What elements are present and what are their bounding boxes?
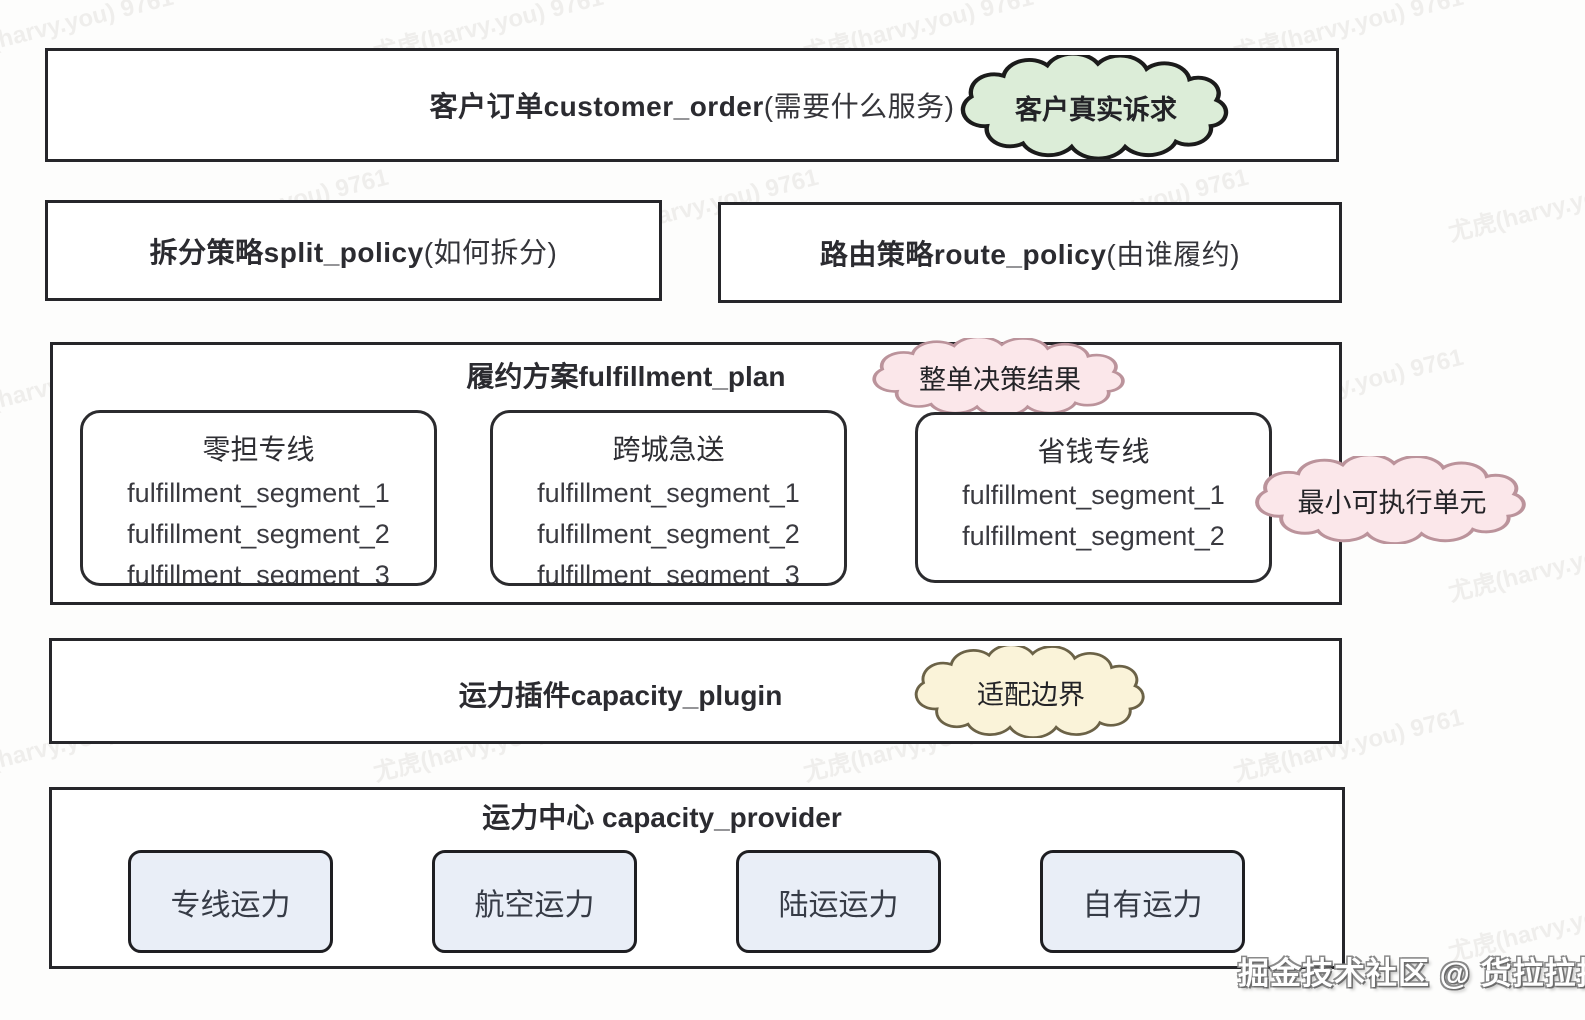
capacity-plugin-title: 运力插件capacity_plugin <box>458 680 783 711</box>
segment-item: fulfillment_segment_2 <box>962 521 1225 551</box>
fulfillment-plan-title: 履约方案fulfillment_plan <box>466 361 786 392</box>
provider-box-air: 航空运力 <box>432 850 637 953</box>
segment-title: 零担专线 <box>202 434 315 465</box>
customer-order-title: 客户订单customer_order(需要什么服务) <box>48 51 1336 159</box>
route-policy-title-main: 路由策略route_policy <box>819 238 1107 270</box>
segment-item: fulfillment_segment_2 <box>127 519 390 549</box>
whole-order-decision-cloud-label: 整单决策结果 <box>919 364 1081 395</box>
split-policy-box: 拆分策略split_policy(如何拆分) <box>45 200 662 301</box>
segment-item: fulfillment_segment_3 <box>127 560 390 586</box>
customer-need-cloud: 客户真实诉求 <box>950 55 1242 159</box>
split-policy-title-main: 拆分策略split_policy <box>149 236 424 268</box>
provider-box-dedicated-line: 专线运力 <box>128 850 333 953</box>
segment-item: fulfillment_segment_1 <box>962 480 1225 510</box>
route-policy-title-note: (由谁履约) <box>1106 238 1241 270</box>
customer-order-title-main: 客户订单customer_order <box>429 91 764 122</box>
capacity-provider-box: 运力中心 capacity_provider 专线运力 航空运力 陆运运力 自有… <box>49 787 1345 969</box>
segment-box-ltl-dedicated-line: 零担专线 fulfillment_segment_1 fulfillment_s… <box>80 410 437 586</box>
adapt-boundary-cloud: 适配边界 <box>905 646 1157 738</box>
provider-box-owned: 自有运力 <box>1040 850 1245 953</box>
segment-box-money-saving-line: 省钱专线 fulfillment_segment_1 fulfillment_s… <box>915 412 1272 583</box>
diagonal-watermark: 尤虎(harvy.you) 9761 <box>1445 164 1585 248</box>
min-executable-unit-cloud-label: 最小可执行单元 <box>1297 487 1487 518</box>
split-policy-title: 拆分策略split_policy(如何拆分) <box>48 203 659 298</box>
adapt-boundary-cloud-label: 适配边界 <box>977 679 1085 710</box>
cloud-shape-icon <box>914 646 1145 738</box>
cloud-shape-icon <box>872 338 1125 416</box>
segment-item: fulfillment_segment_2 <box>537 519 800 549</box>
split-policy-title-note: (如何拆分) <box>423 236 558 268</box>
segment-title: 跨城急送 <box>612 434 725 465</box>
customer-need-cloud-label: 客户真实诉求 <box>1015 94 1177 125</box>
segment-item: fulfillment_segment_1 <box>537 478 800 508</box>
route-policy-title: 路由策略route_policy(由谁履约) <box>721 205 1339 300</box>
segment-box-intercity-express: 跨城急送 fulfillment_segment_1 fulfillment_s… <box>490 410 847 586</box>
segment-title: 省钱专线 <box>1037 436 1150 467</box>
cloud-shape-icon <box>1255 456 1526 544</box>
route-policy-box: 路由策略route_policy(由谁履约) <box>718 202 1342 303</box>
cloud-shape-icon <box>960 55 1229 159</box>
segment-item: fulfillment_segment_3 <box>537 560 800 586</box>
credit-watermark: 掘金技术社区 @ 货拉拉技术 <box>1238 956 1585 991</box>
min-executable-unit-cloud: 最小可执行单元 <box>1244 456 1540 544</box>
whole-order-decision-cloud: 整单决策结果 <box>862 338 1138 416</box>
segment-item: fulfillment_segment_1 <box>127 478 390 508</box>
provider-box-ground: 陆运运力 <box>736 850 941 953</box>
capacity-provider-title: 运力中心 capacity_provider <box>482 802 842 833</box>
customer-order-title-note: (需要什么服务) <box>763 91 955 122</box>
